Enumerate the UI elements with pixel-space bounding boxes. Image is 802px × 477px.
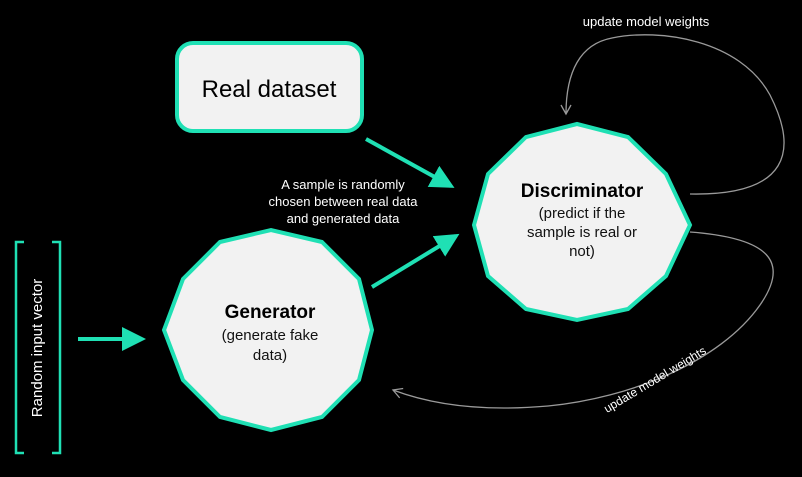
sample-note-line-3: and generated data: [287, 211, 401, 226]
sample-note-line-1: A sample is randomly: [281, 177, 405, 192]
discriminator-subtitle-1: (predict if the: [539, 205, 626, 222]
generator-update-curve: [391, 231, 774, 409]
input-bracket-right: [52, 240, 62, 455]
discriminator-subtitle-3: not): [569, 243, 595, 260]
generator-to-discriminator-arrow: [370, 233, 460, 289]
discriminator-node: [471, 121, 693, 323]
real-dataset-box: [175, 41, 364, 133]
dataset-to-discriminator-arrow: [365, 137, 455, 188]
discriminator-subtitle-2: sample is real or: [527, 224, 637, 241]
discriminator-title: Discriminator: [521, 181, 644, 202]
update-weights-top-label: update model weights: [583, 14, 710, 29]
discriminator-update-curve: [560, 34, 785, 195]
generator-title: Generator: [225, 302, 316, 323]
input-bracket-left: [14, 240, 24, 455]
update-weights-bottom-label: update model weights: [601, 344, 708, 416]
generator-node: [161, 227, 375, 433]
random-input-label: Random input vector: [29, 279, 46, 417]
generator-subtitle-2: data): [253, 347, 287, 364]
generator-subtitle-1: (generate fake: [222, 327, 319, 344]
sample-note-line-2: chosen between real data: [269, 194, 419, 209]
real-dataset-label: Real dataset: [202, 76, 337, 103]
